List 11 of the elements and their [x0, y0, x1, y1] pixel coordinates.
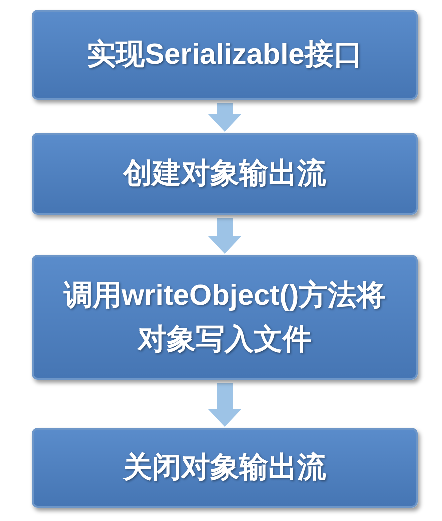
arrow [208, 103, 242, 132]
step-text: 实现Serializable接口 [87, 38, 363, 73]
step-text: 关闭对象输出流 [124, 451, 326, 486]
process-box [32, 428, 418, 508]
arrow [208, 383, 242, 427]
step-text: 创建对象输出流 [124, 157, 326, 192]
process-box [32, 133, 418, 215]
arrow [208, 218, 242, 254]
process-box [32, 10, 418, 100]
process-box [32, 255, 418, 380]
step-text: 调用writeObject()方法将对象写入文件 [62, 278, 388, 358]
